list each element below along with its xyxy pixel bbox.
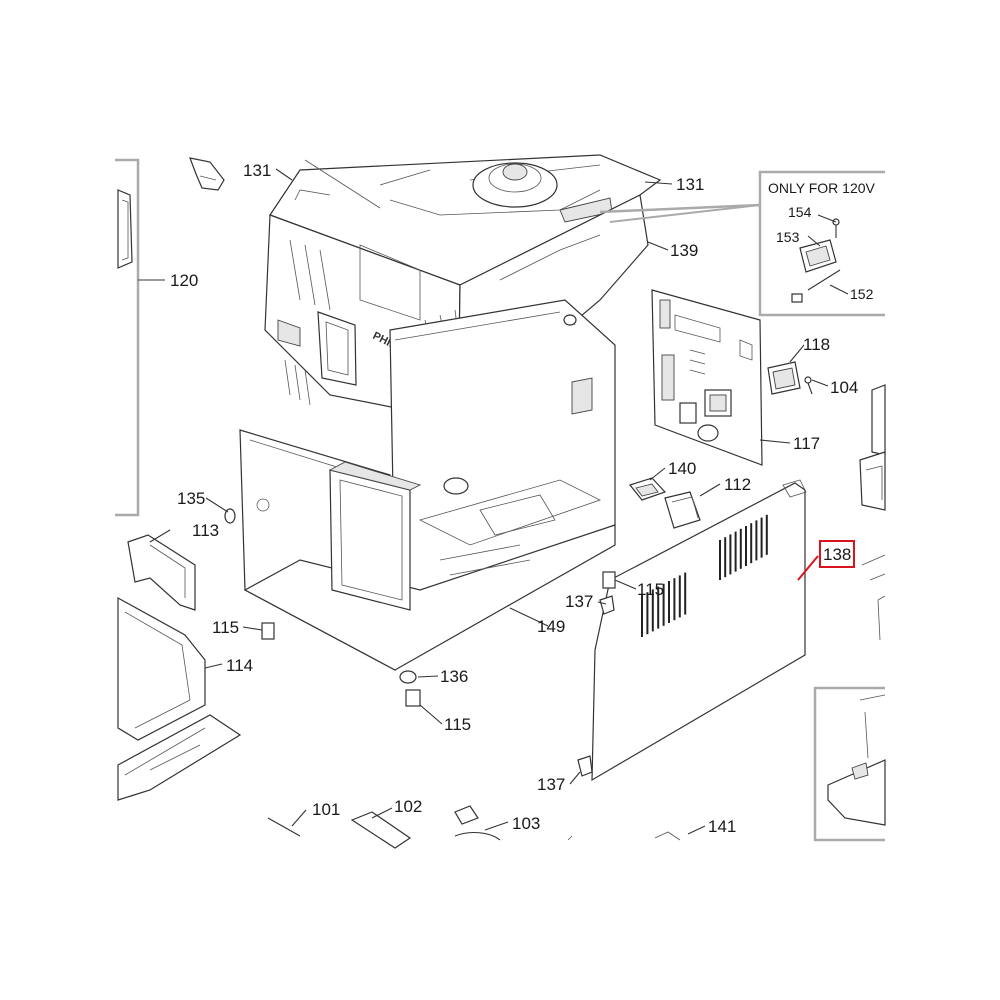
label-135[interactable]: 135 bbox=[177, 489, 205, 508]
label-140[interactable]: 140 bbox=[668, 459, 696, 478]
label-153[interactable]: 153 bbox=[776, 229, 800, 245]
label-104[interactable]: 104 bbox=[830, 378, 858, 397]
bottom-parts-drawing bbox=[267, 805, 681, 849]
label-114[interactable]: 114 bbox=[226, 656, 253, 675]
label-137-upper[interactable]: 137 bbox=[565, 592, 593, 611]
label-137-lower[interactable]: 137 bbox=[537, 775, 565, 794]
label-101[interactable]: 101 bbox=[312, 800, 340, 819]
label-117[interactable]: 117 bbox=[793, 434, 820, 453]
clip-part-drawing bbox=[189, 157, 225, 191]
inset-caption-120v: ONLY FOR 120V bbox=[768, 180, 876, 196]
label-115-bottom[interactable]: 115 bbox=[444, 715, 471, 734]
label-152[interactable]: 152 bbox=[850, 286, 874, 302]
label-131-top-left[interactable]: 131 bbox=[243, 161, 271, 180]
seal-135-drawing bbox=[224, 508, 236, 524]
label-139[interactable]: 139 bbox=[670, 241, 698, 260]
leader-lines bbox=[149, 168, 849, 835]
label-118[interactable]: 118 bbox=[803, 335, 830, 354]
drip-tray-114-drawing bbox=[117, 596, 242, 801]
label-136[interactable]: 136 bbox=[440, 667, 468, 686]
label-120[interactable]: 120 bbox=[170, 271, 198, 290]
pcb-117-drawing bbox=[651, 289, 763, 466]
part-120-drawing bbox=[117, 189, 133, 269]
group-bracket-120 bbox=[115, 158, 165, 517]
label-149[interactable]: 149 bbox=[537, 617, 565, 636]
highlight-box-138 bbox=[819, 540, 855, 568]
clip-137-drawing bbox=[577, 595, 615, 777]
label-131-top-right[interactable]: 131 bbox=[676, 175, 704, 194]
part-112-drawing bbox=[664, 491, 701, 529]
grommet-136-drawing bbox=[399, 670, 417, 684]
label-112[interactable]: 112 bbox=[724, 475, 751, 494]
part-118-drawing bbox=[767, 361, 801, 395]
side-panel-138-drawing bbox=[591, 479, 807, 782]
part-113-drawing bbox=[127, 534, 196, 611]
highlight-leader-138 bbox=[797, 555, 819, 581]
label-154[interactable]: 154 bbox=[788, 204, 812, 220]
chassis-149-drawing bbox=[239, 299, 616, 672]
label-141[interactable]: 141 bbox=[708, 817, 736, 836]
label-102[interactable]: 102 bbox=[394, 797, 422, 816]
clip-115-drawing bbox=[261, 571, 616, 707]
part-140-drawing bbox=[628, 477, 667, 501]
label-115-right[interactable]: 115 bbox=[637, 580, 664, 599]
label-113[interactable]: 113 bbox=[192, 521, 219, 540]
label-138[interactable]: 138 bbox=[823, 545, 851, 564]
label-103[interactable]: 103 bbox=[512, 814, 540, 833]
inset-box-lower-right bbox=[813, 686, 886, 842]
screw-104-drawing bbox=[804, 376, 813, 395]
label-115-left[interactable]: 115 bbox=[212, 618, 239, 637]
right-fragments-drawing bbox=[859, 384, 886, 641]
